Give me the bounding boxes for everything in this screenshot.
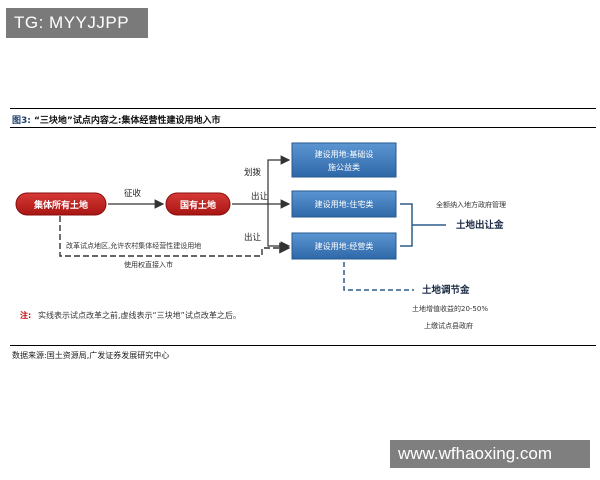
fund-note: 全额纳入地方政府管理 <box>436 200 506 209</box>
title-rule <box>10 127 596 128</box>
node-public-infrastructure <box>291 142 397 178</box>
data-source: 数据来源:国土资源局,广发证券发展研究中心 <box>12 351 170 360</box>
figure-title: 图3: “三块地”试点内容之:集体经营性建设用地入市 <box>12 113 220 126</box>
node-public-label-1: 建设用地:基础设 <box>315 149 374 159</box>
label-transfer-1: 出让 <box>251 191 269 202</box>
adjustment-note-2: 上缴试点县政府 <box>424 321 473 330</box>
node-commercial <box>291 232 397 260</box>
node-state-label: 国有土地 <box>180 199 216 211</box>
node-commercial-label: 建设用地:经营类 <box>315 241 374 251</box>
top-rule <box>10 108 596 109</box>
note-label: 注: <box>20 310 31 320</box>
land-adjustment-fund: 土地调节金 <box>422 284 470 296</box>
label-reform-line2: 使用权直接入市 <box>124 260 173 269</box>
node-state-land <box>165 192 231 216</box>
node-public-label-2: 施公益类 <box>328 162 360 172</box>
arrow-allocation <box>232 155 291 205</box>
fund-bracket <box>400 203 413 247</box>
node-residential <box>291 190 397 218</box>
adjustment-note-1: 土地增值收益的20-50% <box>412 304 488 313</box>
watermark-bottom: www.wfhaoxing.com <box>390 440 590 468</box>
land-transfer-fund: 土地出让金 <box>456 219 504 231</box>
figure-number: 图3: <box>12 116 31 126</box>
arrow-transfer-commercial <box>267 204 291 251</box>
node-collective-land <box>15 192 107 216</box>
node-residential-label: 建设用地:住宅类 <box>315 199 374 209</box>
watermark-top: TG: MYYJJPP <box>6 8 148 38</box>
label-transfer-2: 出让 <box>244 232 262 243</box>
label-allocation: 划拨 <box>244 167 262 178</box>
note-text: 实线表示试点改革之前,虚线表示“三块地”试点改革之后。 <box>38 310 241 320</box>
node-collective-label: 集体所有土地 <box>33 199 88 211</box>
adjustment-dashed-line <box>343 262 414 291</box>
label-expropriation: 征收 <box>124 188 142 199</box>
figure-title-text: “三块地”试点内容之:集体经营性建设用地入市 <box>34 116 221 126</box>
label-reform-line1: 改革试点地区,允许农村集体经营性建设用地 <box>66 241 201 250</box>
bottom-rule <box>10 345 596 346</box>
